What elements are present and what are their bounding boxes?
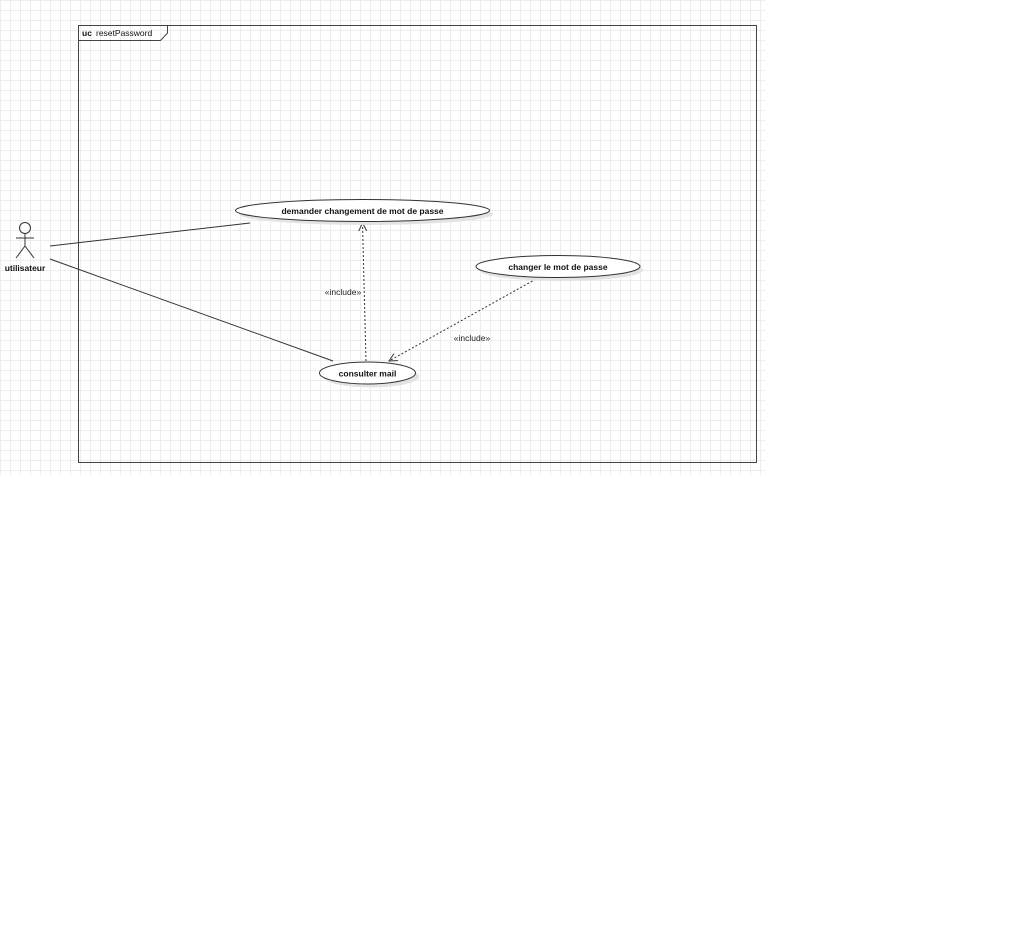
use-case-consulter[interactable]: consulter mail: [319, 361, 420, 388]
use-case-demander-label: demander changement de mot de passe: [281, 206, 443, 216]
frame-name: resetPassword: [96, 28, 152, 38]
include-label-2: «include»: [454, 333, 491, 343]
diagram-canvas: [0, 0, 765, 475]
use-case-demander[interactable]: demander changement de mot de passe: [235, 199, 494, 226]
association-consulter[interactable]: [49, 258, 334, 362]
association-demander[interactable]: [49, 222, 251, 247]
use-case-changer[interactable]: changer le mot de passe: [475, 255, 643, 282]
actor-utilisateur[interactable]: utilisateur: [5, 222, 46, 274]
include-consulter-to-demander[interactable]: [363, 223, 367, 362]
frame-keyword: uc: [82, 28, 92, 38]
system-frame[interactable]: uc resetPassword: [78, 25, 757, 463]
include-changer-to-consulter[interactable]: [389, 278, 537, 361]
frame-tab: [78, 25, 168, 41]
include-label-1: «include»: [325, 287, 362, 297]
use-case-consulter-label: consulter mail: [339, 369, 397, 379]
actor-label: utilisateur: [5, 263, 46, 273]
use-case-changer-label: changer le mot de passe: [508, 262, 607, 272]
stick-figure-icon: [15, 222, 35, 259]
